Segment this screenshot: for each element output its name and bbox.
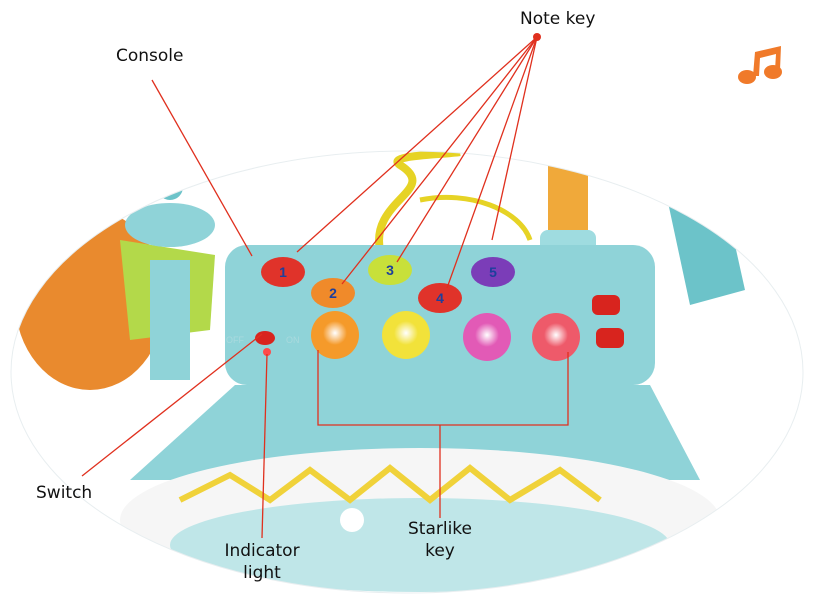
note-key-label: Note key (520, 9, 596, 29)
star-key-3[interactable] (463, 313, 511, 361)
console-label: Console (116, 46, 184, 66)
indicator-light (263, 348, 271, 356)
note-key-3[interactable]: 3 (368, 255, 412, 285)
svg-text:1: 1 (279, 264, 287, 280)
side-button-1[interactable] (592, 295, 620, 315)
svg-text:3: 3 (386, 262, 394, 278)
svg-text:4: 4 (436, 290, 444, 306)
svg-text:2: 2 (329, 285, 337, 301)
on-label: ON (286, 335, 300, 345)
side-button-2[interactable] (596, 328, 624, 348)
note-key-4[interactable]: 4 (418, 283, 462, 313)
note-key-5[interactable]: 5 (471, 257, 515, 287)
star-key-2[interactable] (382, 311, 430, 359)
power-switch[interactable] (255, 331, 275, 345)
svg-text:5: 5 (489, 264, 497, 280)
music-note-icon (738, 46, 782, 84)
toy-photo: 1 2 3 4 5 OFF ON (11, 151, 803, 593)
indicator-light-label: Indicator light (224, 541, 300, 583)
note-key-2[interactable]: 2 (311, 278, 355, 308)
callout-lines (81, 36, 569, 539)
switch-label: Switch (36, 483, 93, 503)
off-label: OFF (226, 335, 244, 345)
star-key-4[interactable] (532, 313, 580, 361)
starlike-key-label: Starlike key (407, 519, 472, 561)
callout-dot (533, 33, 541, 41)
star-key-1[interactable] (311, 311, 359, 359)
note-key-1[interactable]: 1 (261, 257, 305, 287)
